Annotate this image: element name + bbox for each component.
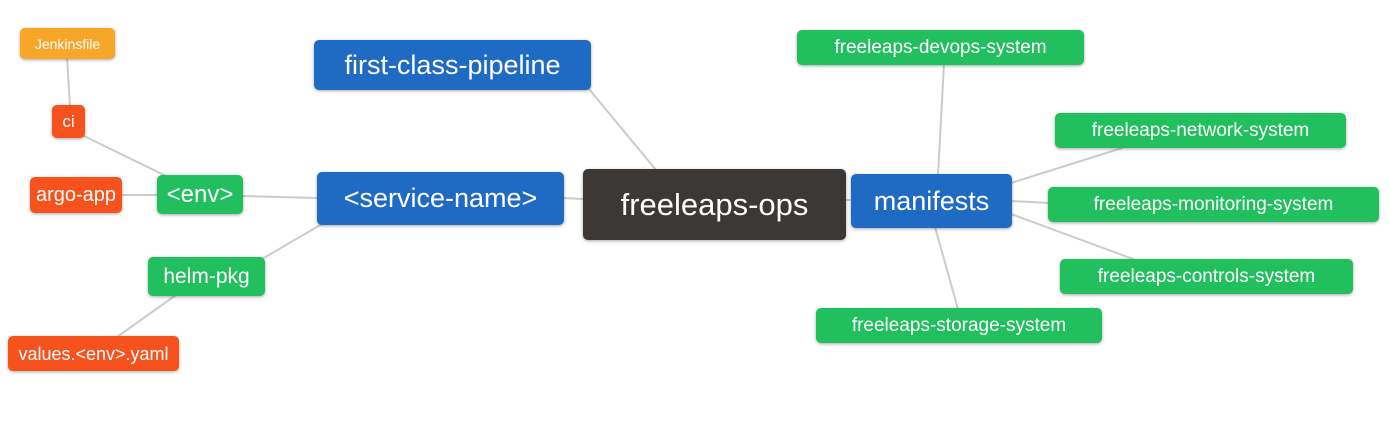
node-storage-system[interactable]: freeleaps-storage-system xyxy=(816,308,1102,343)
edge-manifests-to-devops-system xyxy=(937,63,945,176)
edge-manifests-to-monitoring-system xyxy=(1010,200,1050,204)
edge-jenkinsfile-to-ci xyxy=(66,57,71,107)
edge-manifests-to-storage-system xyxy=(934,226,959,310)
node-devops-system[interactable]: freeleaps-devops-system xyxy=(797,30,1084,65)
node-env[interactable]: <env> xyxy=(157,175,243,214)
edge-first-class-pipeline-to-freeleaps-ops xyxy=(588,88,657,171)
node-service-name[interactable]: <service-name> xyxy=(317,172,564,225)
node-argo-app[interactable]: argo-app xyxy=(30,177,122,213)
node-jenkinsfile[interactable]: Jenkinsfile xyxy=(20,28,115,59)
edge-service-name-to-freeleaps-ops xyxy=(562,197,585,200)
edge-manifests-to-network-system xyxy=(1010,147,1123,184)
edge-ci-to-env xyxy=(83,135,169,178)
node-freeleaps-ops[interactable]: freeleaps-ops xyxy=(583,169,846,240)
node-ci[interactable]: ci xyxy=(52,105,85,138)
node-network-system[interactable]: freeleaps-network-system xyxy=(1055,113,1346,148)
edge-service-name-to-helm-pkg xyxy=(261,223,323,260)
node-values-env-yaml[interactable]: values.<env>.yaml xyxy=(8,336,179,371)
edge-env-to-service-name xyxy=(241,195,319,199)
edge-helm-pkg-to-values-env-yaml xyxy=(116,294,177,338)
node-monitoring-system[interactable]: freeleaps-monitoring-system xyxy=(1048,187,1379,222)
node-manifests[interactable]: manifests xyxy=(851,174,1012,228)
node-first-class-pipeline[interactable]: first-class-pipeline xyxy=(314,40,591,90)
edge-manifests-to-controls-system xyxy=(1010,213,1134,260)
node-helm-pkg[interactable]: helm-pkg xyxy=(148,257,265,296)
node-controls-system[interactable]: freeleaps-controls-system xyxy=(1060,259,1353,294)
